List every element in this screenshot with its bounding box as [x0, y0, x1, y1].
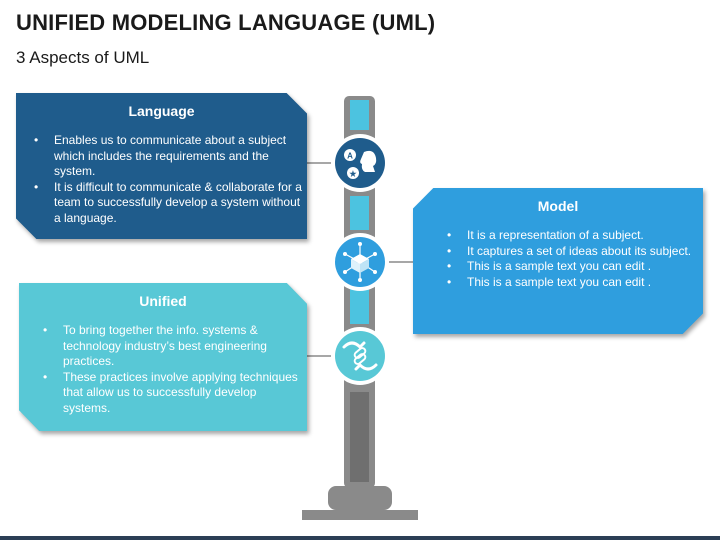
svg-text:A: A: [347, 152, 353, 161]
language-bullet-list: Enables us to communicate about a subjec…: [16, 133, 307, 226]
unified-bullet: These practices involve applying techniq…: [43, 370, 307, 417]
model-card: Model It is a representation of a subjec…: [413, 188, 703, 334]
unified-card-heading: Unified: [139, 293, 187, 309]
communication-heads-icon: A ★: [331, 134, 389, 192]
pole-stripe: [350, 392, 369, 482]
model-bullet-list: It is a representation of a subject. It …: [413, 228, 703, 290]
language-card: Language Enables us to communicate about…: [16, 93, 307, 239]
pole-stripe: [350, 288, 369, 324]
page-title: UNIFIED MODELING LANGUAGE (UML): [16, 10, 436, 35]
cube-network-icon: [331, 233, 389, 291]
svg-text:★: ★: [349, 170, 357, 179]
pole-stripe: [350, 196, 369, 230]
page-subtitle: 3 Aspects of UML: [16, 48, 150, 67]
model-bullet: It captures a set of ideas about its sub…: [447, 244, 703, 260]
footer-bar: [0, 536, 720, 540]
linked-hands-icon: [331, 327, 389, 385]
language-card-heading: Language: [128, 103, 195, 119]
pole-base: [328, 486, 392, 510]
model-bullet: This is a sample text you can edit .: [447, 259, 703, 275]
pole-foot: [302, 510, 418, 520]
language-bullet: It is difficult to communicate & collabo…: [34, 180, 307, 227]
language-bullet: Enables us to communicate about a subjec…: [34, 133, 307, 180]
unified-bullet: To bring together the info. systems & te…: [43, 323, 307, 370]
model-card-heading: Model: [537, 198, 579, 214]
model-bullet: This is a sample text you can edit .: [447, 275, 703, 291]
pole-stripe: [350, 100, 369, 130]
unified-bullet-list: To bring together the info. systems & te…: [19, 323, 307, 416]
model-bullet: It is a representation of a subject.: [447, 228, 703, 244]
unified-card: Unified To bring together the info. syst…: [19, 283, 307, 431]
